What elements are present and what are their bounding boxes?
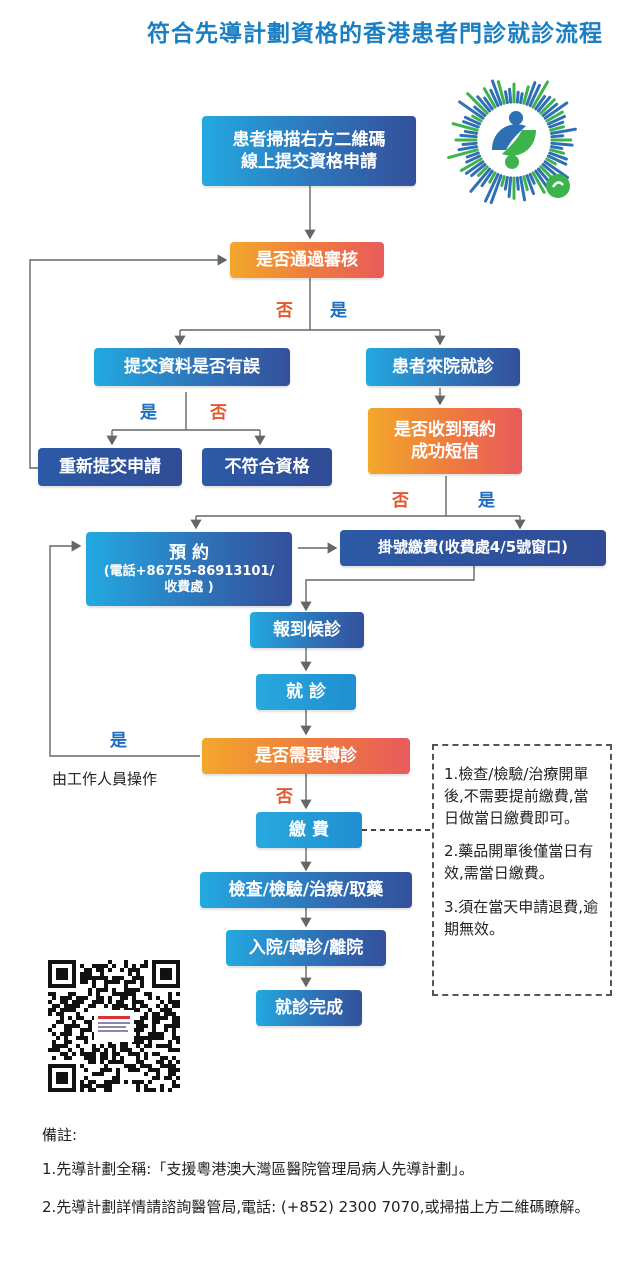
remarks-heading: 備註: bbox=[42, 1126, 78, 1144]
referral-yes-label: 是 bbox=[110, 731, 127, 751]
consult-label: 就 診 bbox=[286, 681, 326, 702]
register-pay-step: 掛號繳費(收費處4/5號窗口) bbox=[340, 530, 606, 566]
booking-label: 預 約 bbox=[169, 542, 209, 563]
checkin-step: 報到候診 bbox=[250, 612, 364, 648]
note-item: 1.檢查/檢驗/治療開單後,不需要提前繳費,當日做當日繳費即可。 bbox=[444, 765, 589, 827]
consult-step: 就 診 bbox=[256, 674, 356, 710]
done-step: 就診完成 bbox=[256, 990, 362, 1026]
docs-error-decision: 提交資料是否有誤 bbox=[94, 348, 290, 386]
review-decision: 是否通過審核 bbox=[230, 242, 384, 278]
not-eligible-label: 不符合資格 bbox=[224, 456, 310, 477]
scan-qr-label: 患者掃描右方二維碼 線上提交資格申請 bbox=[232, 129, 386, 172]
resubmit-step: 重新提交申請 bbox=[38, 448, 182, 486]
booking-step: 預 約 (電話+86755-86913101/ 收費處 ) bbox=[86, 532, 292, 606]
scan-qr-step: 患者掃描右方二維碼 線上提交資格申請 bbox=[202, 116, 416, 186]
booking-phone: (電話+86755-86913101/ 收費處 ) bbox=[103, 563, 275, 596]
review-label: 是否通過審核 bbox=[256, 249, 358, 270]
staff-operation-note: 由工作人員操作 bbox=[52, 770, 158, 788]
docs-yes-label: 是 bbox=[140, 403, 157, 423]
exam-label: 檢查/檢驗/治療/取藥 bbox=[228, 879, 384, 900]
sms-no-label: 否 bbox=[392, 491, 409, 511]
checkin-label: 報到候診 bbox=[273, 619, 341, 640]
admit-step: 入院/轉診/離院 bbox=[226, 930, 386, 966]
review-no-label: 否 bbox=[276, 301, 293, 321]
admit-label: 入院/轉診/離院 bbox=[248, 937, 364, 958]
mini-program-code-icon[interactable] bbox=[440, 66, 588, 214]
qr-code-icon[interactable] bbox=[48, 960, 180, 1092]
sms-decision: 是否收到預約 成功短信 bbox=[368, 408, 522, 474]
note-item: 3.須在當天申請退費,逾期無效。 bbox=[444, 897, 599, 938]
docs-error-label: 提交資料是否有誤 bbox=[124, 356, 260, 377]
remarks-line-2: 2.先導計劃詳情請諮詢醫管局,電話: (+852) 2300 7070,或掃描上… bbox=[42, 1198, 590, 1216]
resubmit-label: 重新提交申請 bbox=[59, 456, 161, 477]
payment-step: 繳 費 bbox=[256, 812, 362, 848]
done-label: 就診完成 bbox=[275, 997, 343, 1018]
sms-label: 是否收到預約 成功短信 bbox=[394, 419, 496, 462]
payment-notes: 1.檢查/檢驗/治療開單後,不需要提前繳費,當日做當日繳費即可。 2.藥品開單後… bbox=[432, 744, 612, 996]
remarks-line-1: 1.先導計劃全稱:「支援粵港澳大灣區醫院管理局病人先導計劃」。 bbox=[42, 1160, 474, 1178]
note-item: 2.藥品開單後僅當日有效,需當日繳費。 bbox=[444, 842, 594, 882]
exam-step: 檢查/檢驗/治療/取藥 bbox=[200, 872, 412, 908]
referral-no-label: 否 bbox=[276, 787, 293, 807]
patient-visit-label: 患者來院就診 bbox=[392, 356, 494, 377]
referral-label: 是否需要轉診 bbox=[255, 745, 357, 766]
register-pay-label: 掛號繳費(收費處4/5號窗口) bbox=[377, 538, 569, 557]
docs-no-label: 否 bbox=[210, 403, 227, 423]
sms-yes-label: 是 bbox=[478, 491, 495, 511]
review-yes-label: 是 bbox=[330, 301, 347, 321]
not-eligible-step: 不符合資格 bbox=[202, 448, 332, 486]
referral-decision: 是否需要轉診 bbox=[202, 738, 410, 774]
payment-label: 繳 費 bbox=[289, 819, 329, 840]
page-title: 符合先導計劃資格的香港患者門診就診流程 bbox=[147, 21, 603, 47]
patient-visit-step: 患者來院就診 bbox=[366, 348, 520, 386]
